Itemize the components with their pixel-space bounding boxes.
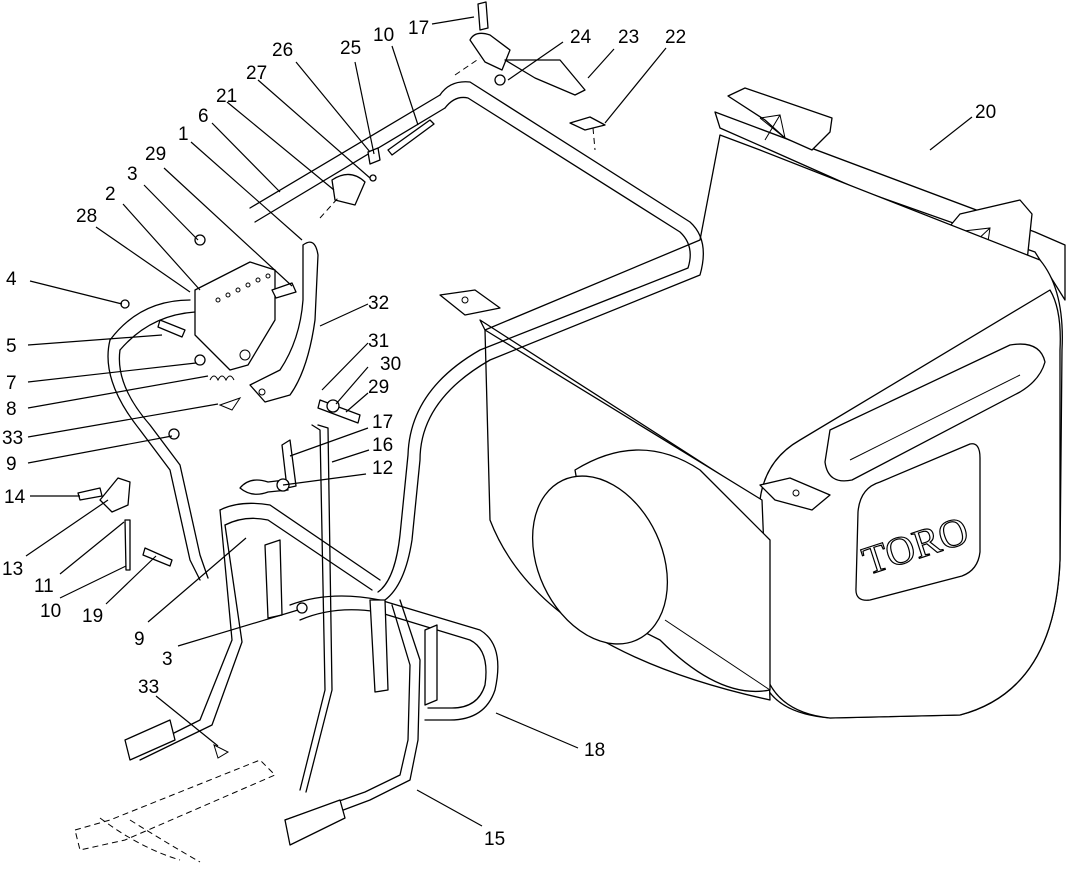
callout-14: 14 [4,487,26,508]
callout-3: 3 [162,649,173,670]
handle-assembly [74,234,499,863]
callout-labels: 17 26 25 10 24 23 22 27 21 6 20 1 29 3 2… [2,18,996,850]
callout-2: 2 [105,184,116,205]
callout-20: 20 [975,102,996,123]
callout-24: 24 [570,27,592,48]
callout-25: 25 [340,38,361,59]
callout-1: 1 [178,124,189,145]
callout-11: 11 [34,576,54,597]
grass-bag: TORO [479,87,1066,719]
callout-27: 27 [246,63,267,84]
callout-3: 3 [127,164,138,185]
callout-12: 12 [372,458,393,479]
callout-32: 32 [368,293,389,314]
callout-7: 7 [6,373,17,394]
upper-hardware [319,1,606,219]
leader-lines [25,16,973,827]
callout-33: 33 [2,428,23,449]
bag-frame [249,81,704,601]
callout-29: 29 [368,377,389,398]
callout-17: 17 [372,412,393,433]
callout-9: 9 [134,629,145,650]
callout-18: 18 [584,740,605,761]
callout-26: 26 [272,40,293,61]
callout-6: 6 [198,106,209,127]
callout-16: 16 [372,435,393,456]
callout-8: 8 [6,399,17,420]
callout-21: 21 [216,86,237,107]
callout-13: 13 [2,559,23,580]
callout-29: 29 [145,144,166,165]
callout-31: 31 [368,331,389,352]
callout-5: 5 [6,336,17,357]
callout-19: 19 [82,606,103,627]
callout-33: 33 [138,677,159,698]
callout-22: 22 [665,27,686,48]
callout-10: 10 [40,601,61,622]
callout-9: 9 [6,454,17,475]
callout-10: 10 [373,25,394,46]
discharge-chute [531,449,771,693]
callout-23: 23 [618,27,639,48]
callout-28: 28 [76,206,97,227]
callout-30: 30 [380,354,401,375]
callout-4: 4 [6,269,17,290]
callout-15: 15 [484,829,505,850]
callout-17: 17 [408,18,429,39]
